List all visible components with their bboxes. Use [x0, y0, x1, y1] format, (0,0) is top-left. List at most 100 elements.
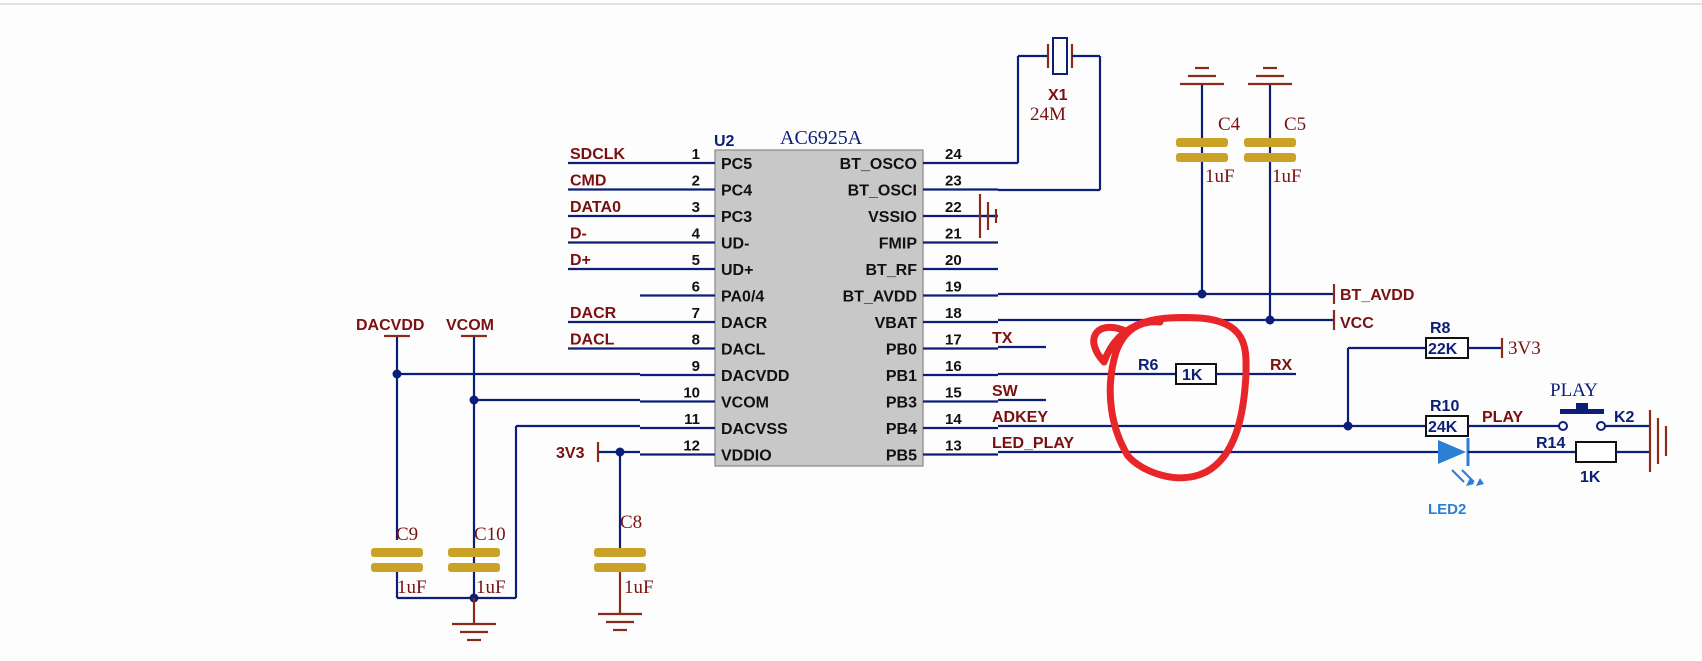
led2-ray-2	[1461, 469, 1475, 483]
led-play-label: LED_PLAY	[992, 435, 1074, 452]
c10-plate-top	[448, 548, 500, 557]
ic-pin-name: UD-	[721, 236, 749, 253]
ground-symbol-left	[452, 598, 496, 642]
ic-pin-name: DACL	[721, 342, 766, 359]
ic-body	[714, 149, 924, 467]
junction-c5	[1265, 315, 1275, 325]
c8-plate-bottom	[594, 563, 646, 572]
ic-pin-name: DACVDD	[721, 368, 789, 385]
r6-value: 1K	[1182, 367, 1203, 384]
led2-ray-head-2	[1476, 478, 1484, 486]
r8-designator: R8	[1430, 320, 1451, 337]
ic-pin-number: 3	[692, 199, 700, 216]
led2-ray-1	[1451, 469, 1465, 483]
bt-avdd-label: BT_AVDD	[1340, 287, 1414, 304]
ic-pin-number: 20	[945, 252, 962, 269]
ic-pin-number: 11	[684, 411, 700, 428]
c4-plate-bottom	[1176, 153, 1228, 162]
ic-pin-name: PB3	[886, 395, 917, 412]
c5-value: 1uF	[1272, 166, 1302, 187]
junction-dacvdd	[392, 369, 402, 379]
c5-plate-top	[1244, 138, 1296, 147]
v3v3-right-label: 3V3	[1508, 338, 1541, 359]
ic-pin-number: 2	[692, 173, 700, 190]
ic-pin-name: PB0	[886, 342, 917, 359]
ic-pin-name: PC3	[721, 209, 752, 226]
ic-pin-name: FMIP	[879, 236, 918, 253]
ic-pin-number: 18	[945, 305, 962, 322]
v3v3-left-label: 3V3	[556, 445, 585, 462]
c8-designator: C8	[620, 512, 642, 533]
crystal-value: 24M	[1030, 104, 1066, 125]
c10-plate-bottom	[448, 563, 500, 572]
ic-pin-name: BT_OSCI	[848, 183, 917, 200]
r14-designator: R14	[1536, 435, 1565, 452]
led2-ray-head-1	[1466, 478, 1474, 486]
net-label-left: D+	[570, 252, 591, 269]
vcom-label: VCOM	[446, 317, 494, 334]
ic-pin-number: 5	[692, 252, 700, 269]
crystal-x1: X1 24M	[998, 37, 1102, 192]
ic-part-name: AC6925A	[780, 127, 863, 149]
ic-pin-name: DACVSS	[721, 421, 788, 438]
ic-pin-number: 17	[945, 332, 962, 349]
adkey-label: ADKEY	[992, 409, 1048, 426]
ic-pin-name: PB1	[886, 368, 917, 385]
ic-designator: U2	[714, 133, 735, 150]
ic-pin-number: 24	[945, 146, 962, 163]
r14-value: 1K	[1580, 469, 1601, 486]
ic-pin-number: 9	[692, 358, 700, 375]
play-net-label: PLAY	[1482, 409, 1524, 426]
net-label-left: DACR	[570, 305, 617, 322]
ic-pin-name: PC5	[721, 156, 752, 173]
left-circuit: DACVDD VCOM C9 1uF C10 1uF	[356, 317, 654, 642]
crystal-body	[1052, 37, 1068, 75]
ic-pin-name: VBAT	[875, 315, 918, 332]
vcc-label: VCC	[1340, 315, 1374, 332]
ic-pin-number: 1	[692, 146, 700, 163]
sw-label: SW	[992, 383, 1019, 400]
c4-value: 1uF	[1205, 166, 1235, 187]
ic-pin-number: 22	[945, 199, 962, 216]
k2-designator: K2	[1614, 409, 1635, 426]
junction-vddio	[615, 447, 625, 457]
ic-pins: 1PC5SDCLK2PC4CMD3PC3DATA04UD-D-5UD+D+6PA…	[568, 146, 998, 465]
ic-pin-name: DACR	[721, 315, 768, 332]
c9-value: 1uF	[397, 577, 427, 598]
c4-designator: C4	[1218, 114, 1241, 135]
c9-designator: C9	[396, 524, 418, 545]
tx-label: TX	[992, 330, 1013, 347]
k2-actuator-bar	[1560, 409, 1604, 414]
ground-symbol-right	[1648, 410, 1668, 472]
ic-pin-name: BT_OSCO	[840, 156, 917, 173]
led2-designator: LED2	[1428, 501, 1466, 518]
net-label-left: SDCLK	[570, 146, 626, 163]
ic-pin-name: VDDIO	[721, 448, 772, 465]
ic-pin-number: 21	[945, 226, 962, 243]
rx-label: RX	[1270, 357, 1293, 374]
dacvdd-label: DACVDD	[356, 317, 424, 334]
k2-label: PLAY	[1550, 380, 1598, 401]
ic-pin-name: PA0/4	[721, 289, 764, 306]
ic-pin-name: BT_AVDD	[843, 289, 917, 306]
c5-designator: C5	[1284, 114, 1306, 135]
junction-vcom	[469, 395, 479, 405]
ic-pin-number: 12	[683, 438, 700, 455]
ic-pin-number: 19	[945, 279, 962, 296]
k2-contact-left	[1558, 421, 1568, 431]
junction-c4	[1197, 289, 1207, 299]
highlight-circle-r6	[1090, 314, 1250, 482]
c5-plate-bottom	[1244, 153, 1296, 162]
r10-designator: R10	[1430, 398, 1459, 415]
ic-pin-name: VSSIO	[868, 209, 917, 226]
c10-designator: C10	[474, 524, 506, 545]
ic-u2: U2 AC6925A	[714, 127, 924, 467]
ic-pin-name: PB5	[886, 448, 917, 465]
c8-value: 1uF	[624, 577, 654, 598]
r6-designator: R6	[1138, 357, 1159, 374]
r14-body	[1575, 441, 1617, 463]
c8-plate-top	[594, 548, 646, 557]
ic-pin-name: BT_RF	[865, 262, 917, 279]
